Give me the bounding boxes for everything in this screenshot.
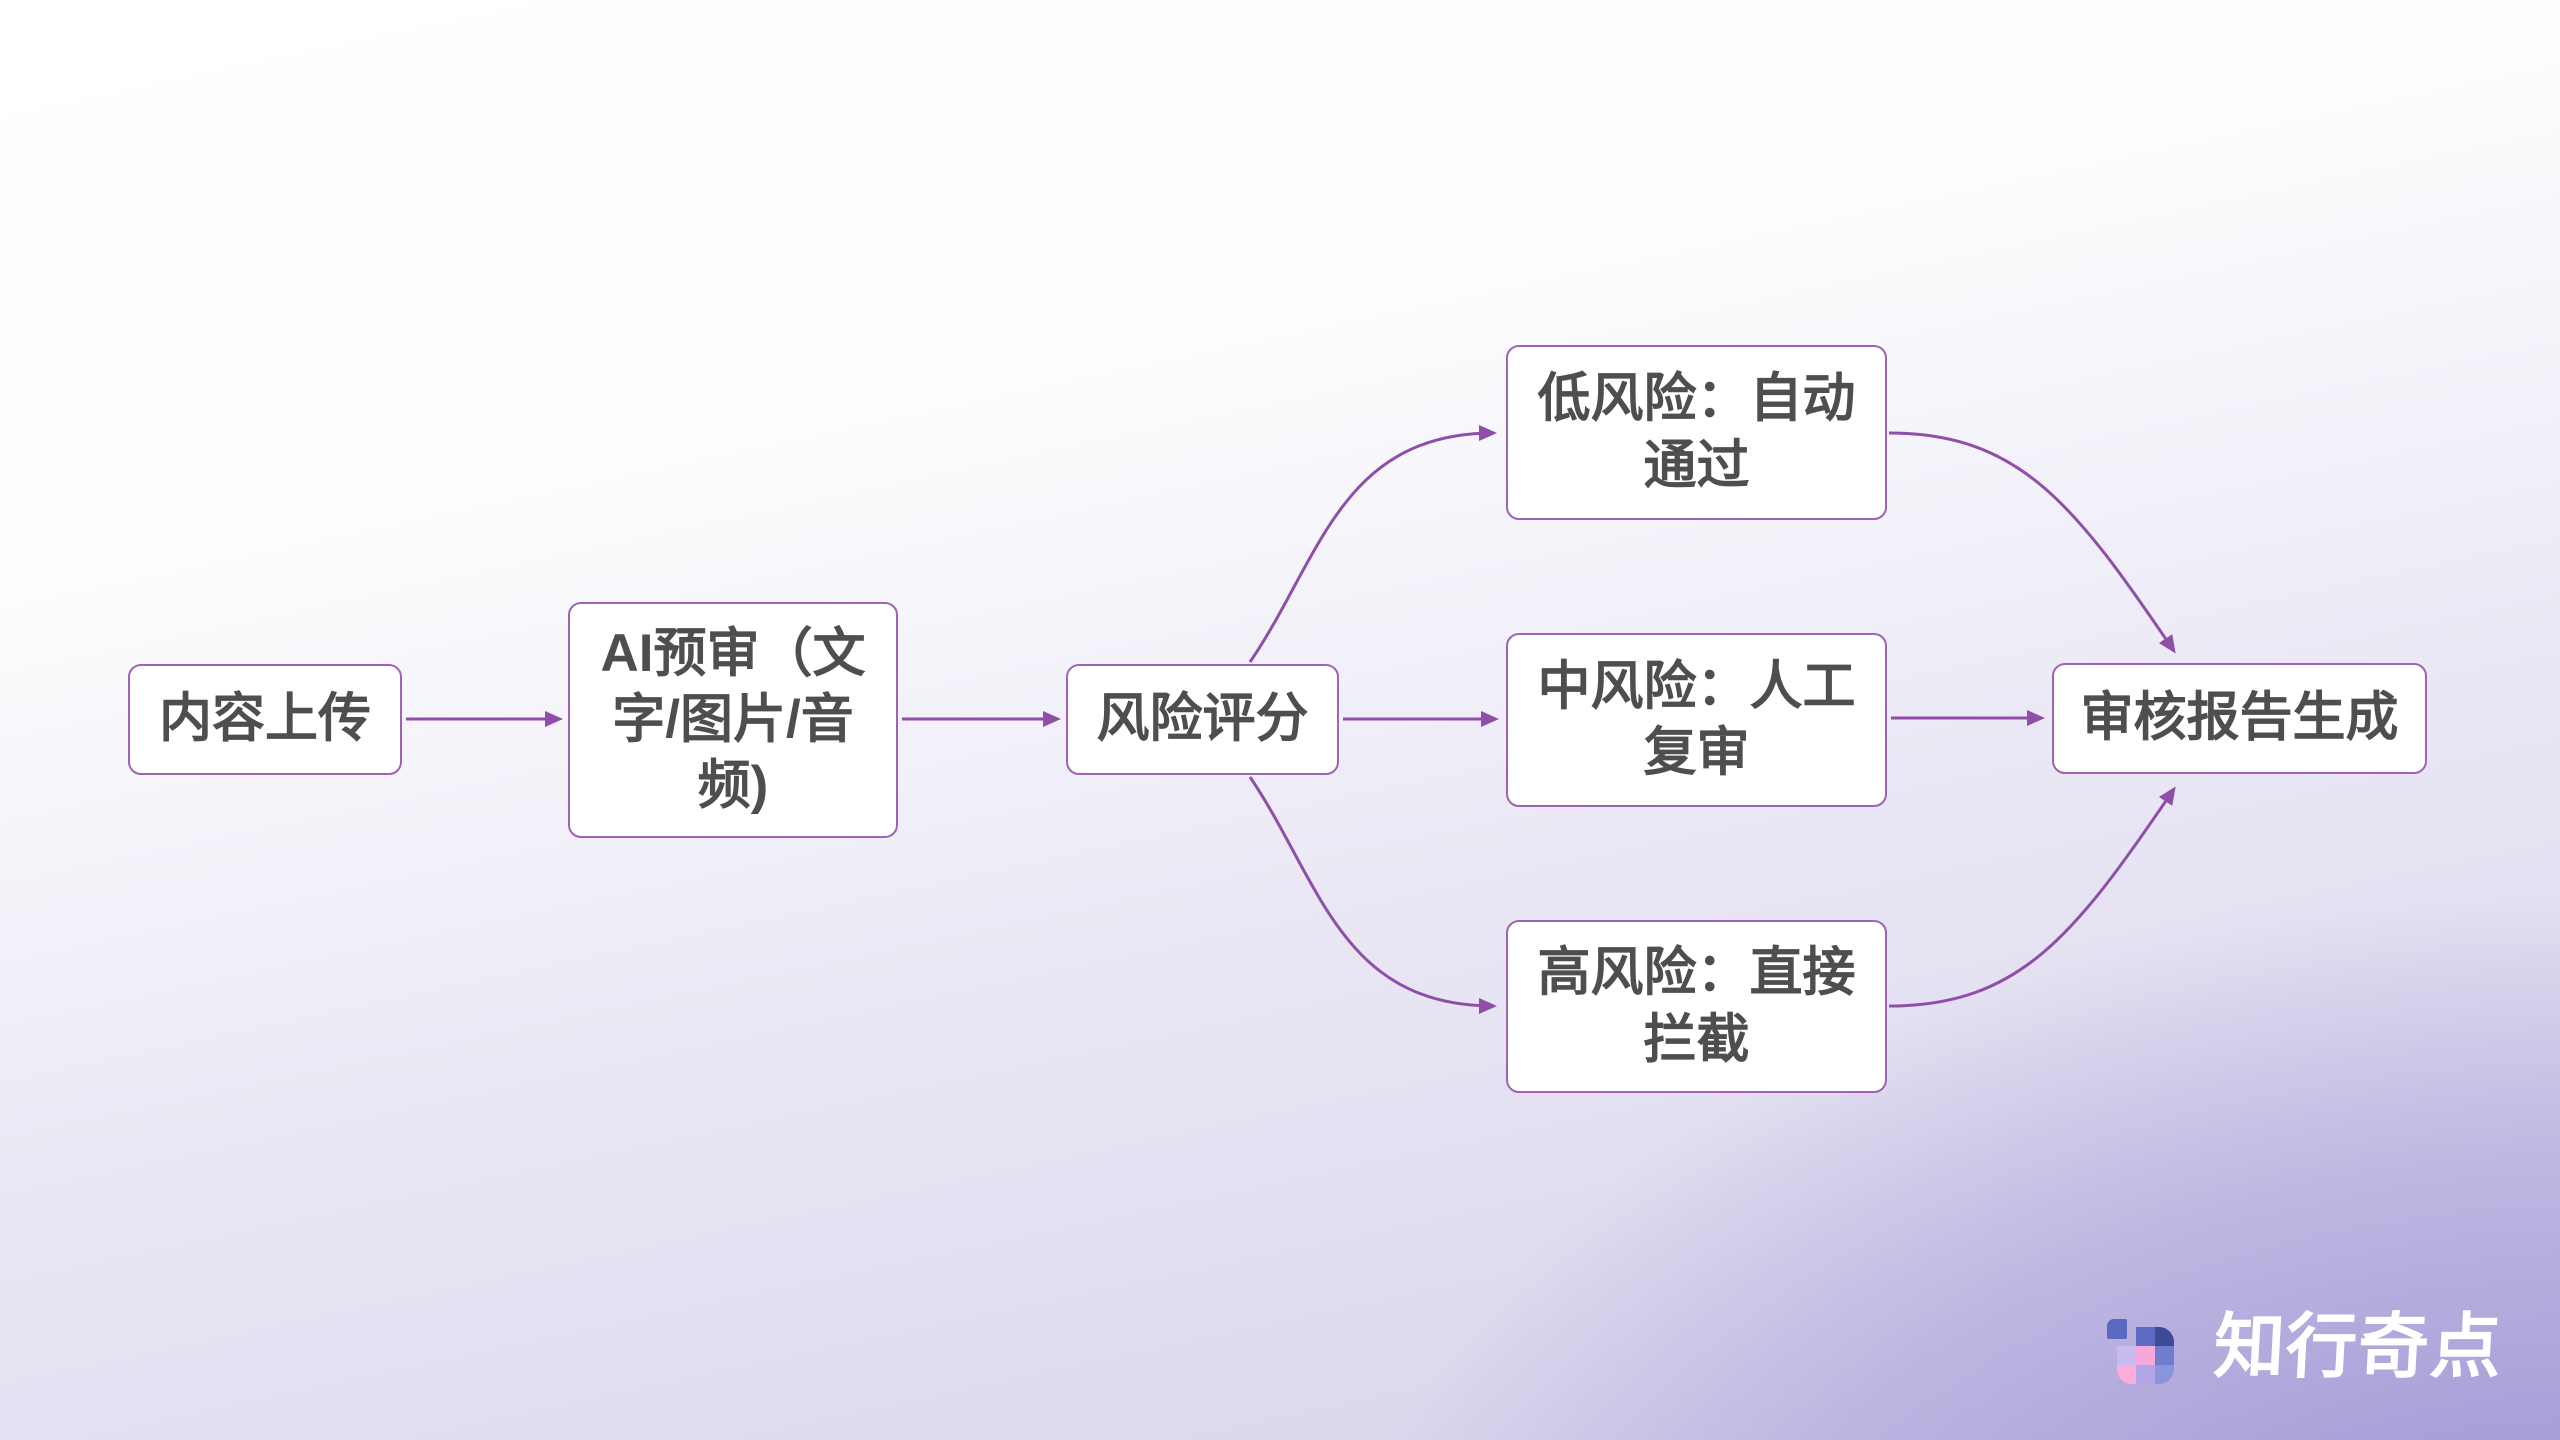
flow-node-risk-score: 风险评分 [1066, 664, 1339, 775]
logo-cell [2136, 1345, 2155, 1365]
flow-node-report: 审核报告生成 [2052, 663, 2427, 774]
flow-node-high-risk: 高风险：直接 拦截 [1506, 920, 1887, 1093]
flow-node-label: AI预审（文 字/图片/音 频) [600, 623, 866, 816]
flow-node-medium-risk: 中风险：人工 复审 [1506, 633, 1887, 807]
flow-node-label: 高风险：直接 拦截 [1537, 943, 1856, 1069]
logo-cell [2136, 1364, 2155, 1384]
logo-cell [2155, 1326, 2174, 1346]
logo-cell [2107, 1318, 2127, 1339]
edge-high-risk-to-report [1888, 786, 2176, 1008]
logo-cell [2136, 1326, 2155, 1346]
edge-risk-score-to-high-risk [1248, 776, 1497, 1014]
brand-logo: 知行奇点 [2104, 1308, 2505, 1387]
flow-node-label: 内容上传 [159, 689, 371, 749]
flow-node-label: 中风险：人工 复审 [1537, 656, 1856, 782]
logo-cell [2117, 1364, 2136, 1384]
flow-node-content-upload: 内容上传 [128, 664, 402, 775]
flow-node-ai-precheck: AI预审（文 字/图片/音 频) [568, 602, 898, 838]
brand-logo-text: 知行奇点 [2211, 1308, 2505, 1387]
logo-cell [2155, 1364, 2174, 1384]
logo-cell [2117, 1345, 2136, 1365]
brand-logo-icon [2104, 1313, 2174, 1384]
flow-node-label: 审核报告生成 [2080, 688, 2399, 748]
logo-cell [2155, 1345, 2174, 1365]
flow-node-low-risk: 低风险：自动 通过 [1506, 345, 1887, 520]
edge-low-risk-to-report [1888, 431, 2176, 654]
edge-risk-score-to-low-risk [1248, 425, 1497, 663]
flow-node-label: 低风险：自动 通过 [1537, 369, 1856, 495]
flow-node-label: 风险评分 [1096, 689, 1309, 749]
